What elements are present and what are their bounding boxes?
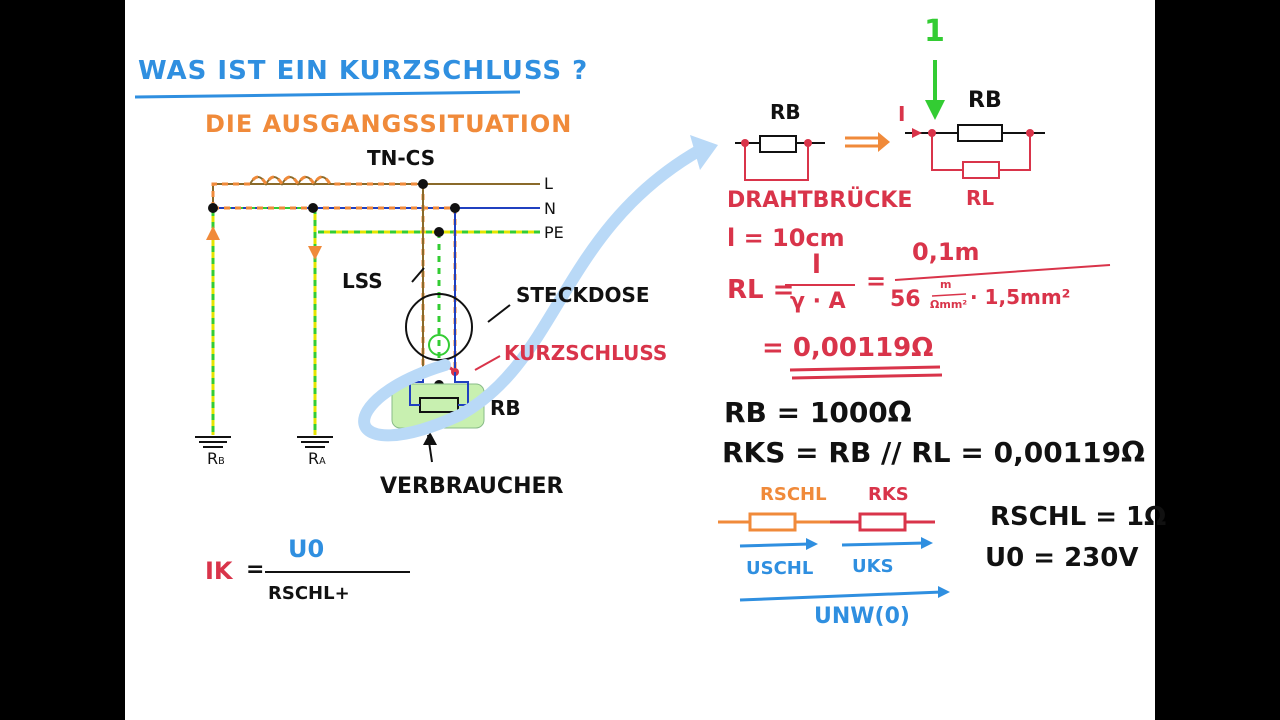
- steckdose-pointer: [487, 304, 511, 323]
- uschl-arrow: [739, 542, 811, 548]
- rl-resistor: [962, 161, 1000, 179]
- result-underline-2: [791, 373, 943, 380]
- frac-l: l: [812, 250, 821, 280]
- length-label: l = 10cm: [727, 224, 845, 252]
- ik-denominator: RSCHL+: [268, 583, 350, 604]
- ground-ra-label: RA: [308, 449, 326, 468]
- steckdose-label: STECKDOSE: [516, 283, 650, 307]
- title-underline: [134, 90, 521, 99]
- arrow-up-icon: [206, 226, 220, 240]
- step-number: 1: [924, 14, 945, 49]
- kurzschluss-pointer: [474, 355, 501, 371]
- rks-label: RKS: [868, 484, 909, 505]
- denominator-omm: Ωmm²: [930, 298, 968, 311]
- rl-label: RL: [966, 186, 995, 210]
- line-n-label: N: [544, 199, 556, 218]
- rschl-value: RSCHL = 1Ω: [990, 502, 1167, 532]
- uks-label: UKS: [852, 556, 894, 577]
- verbraucher-label: VERBRAUCHER: [380, 474, 564, 499]
- arrow-down-icon: [308, 246, 322, 260]
- line-pe-label: PE: [544, 223, 564, 242]
- rl-result: = 0,00119Ω: [762, 333, 934, 363]
- rks-resistor: [858, 512, 907, 532]
- zoom-arrow: [358, 144, 706, 442]
- ik-numerator: U0: [288, 535, 325, 563]
- rb-resistor-1: [759, 135, 797, 153]
- uks-arrow: [841, 541, 926, 547]
- lss-label: LSS: [342, 269, 383, 293]
- load-rb-label: RB: [490, 396, 521, 420]
- equals-2: =: [866, 267, 887, 295]
- wire-bridge: [744, 143, 809, 181]
- socket-pe-contact: [428, 334, 450, 356]
- frac-gamma-a: γ · A: [790, 289, 846, 314]
- kurzschluss-label: KURZSCHLUSS: [504, 341, 668, 365]
- whiteboard: [125, 0, 1155, 720]
- transform-arrow: [845, 136, 880, 148]
- ground-rb-label: RB: [207, 449, 225, 468]
- page-subtitle: DIE AUSGANGSSITUATION: [205, 110, 573, 138]
- ground-ra-icon: [297, 436, 333, 448]
- denominator-rest: · 1,5mm²: [970, 285, 1071, 309]
- ik-equals: =: [246, 557, 265, 582]
- denominator-56: 56: [890, 287, 921, 312]
- unw-arrow: [739, 590, 943, 602]
- rb-resistor-2: [957, 124, 1003, 142]
- uschl-label: USCHL: [746, 558, 814, 579]
- ground-rb-icon: [195, 436, 231, 448]
- zoom-arrowhead-icon: [690, 135, 718, 170]
- rl-fraction-line-2: [894, 264, 1111, 281]
- unw-label: UNW(0): [814, 604, 910, 629]
- unit-fraction-line: [931, 293, 967, 297]
- network-system-label: TN-CS: [367, 146, 436, 170]
- page-title: WAS IST EIN KURZSCHLUSS ?: [138, 56, 589, 86]
- rschl-resistor: [748, 512, 797, 532]
- rschl-label: RSCHL: [760, 484, 827, 505]
- result-underline-1: [789, 365, 941, 372]
- lss-switch-icon: [411, 267, 425, 283]
- u0-value: U0 = 230V: [985, 543, 1139, 573]
- rb-value: RB = 1000Ω: [724, 396, 912, 429]
- current-arrow-icon: [912, 128, 922, 138]
- junction-nodes: [208, 179, 460, 390]
- current-label: I: [898, 102, 906, 126]
- numerator-01m: 0,1m: [912, 238, 980, 266]
- rb-label-2: RB: [968, 88, 1002, 113]
- socket-icon: [405, 293, 473, 361]
- rks-equation: RKS = RB // RL = 0,00119Ω: [722, 436, 1145, 469]
- denominator-m: m: [940, 278, 952, 291]
- rb-label-1: RB: [770, 100, 801, 124]
- transformer-current-path: [211, 175, 345, 208]
- ik-symbol: IK: [205, 557, 233, 585]
- rl-equation-label: RL =: [727, 275, 795, 305]
- drahtbruecke-label: DRAHTBRÜCKE: [727, 188, 913, 213]
- green-arrowhead-icon: [925, 100, 945, 120]
- line-l-label: L: [544, 174, 553, 193]
